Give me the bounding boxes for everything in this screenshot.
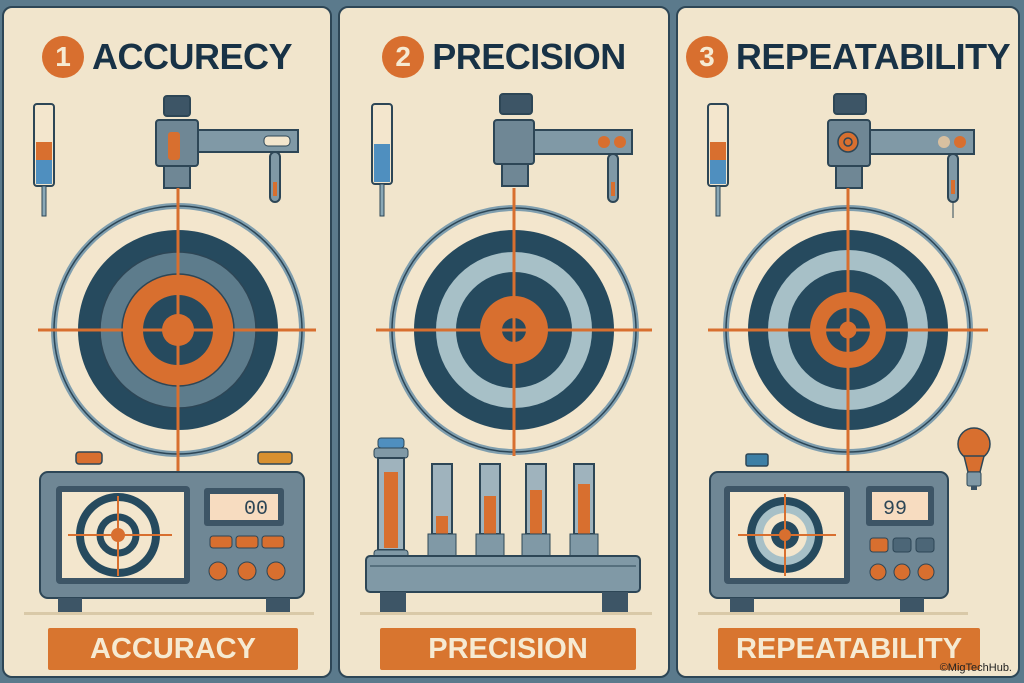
display-readout: 99 bbox=[883, 498, 907, 521]
panel-accuracy: 1 ACCURECY bbox=[2, 6, 332, 678]
panel-repeatability: 3 REPEATABILITY bbox=[676, 6, 1020, 678]
panel-title: 1 ACCURECY bbox=[4, 36, 330, 78]
thermometer-icon bbox=[707, 103, 729, 217]
step-number-badge: 2 bbox=[382, 36, 425, 78]
repeatability-illustration: 99 bbox=[698, 93, 991, 615]
panel-label: ACCURACY bbox=[48, 628, 298, 670]
precision-illustration bbox=[360, 93, 652, 615]
measurement-device bbox=[698, 453, 968, 615]
step-number-badge: 1 bbox=[41, 36, 84, 78]
display-readout: 00 bbox=[244, 498, 268, 521]
target-dial bbox=[38, 188, 316, 473]
lightbulb-icon bbox=[957, 427, 991, 490]
test-tube-rack bbox=[360, 437, 652, 615]
clamp-arm-icon bbox=[155, 95, 299, 203]
thermometer-icon bbox=[371, 103, 393, 217]
panel-heading: ACCURECY bbox=[91, 36, 293, 77]
measurement-device bbox=[24, 451, 314, 615]
panel-heading: REPEATABILITY bbox=[735, 36, 1011, 77]
clamp-arm-icon bbox=[827, 93, 975, 218]
target-dial bbox=[376, 188, 652, 456]
panel-label: PRECISION bbox=[380, 628, 636, 670]
accuracy-illustration: 00 bbox=[24, 95, 316, 615]
panel-precision: 2 PRECISION bbox=[338, 6, 670, 678]
target-dial bbox=[708, 188, 988, 473]
thermometer-icon bbox=[33, 103, 55, 217]
panel-heading: PRECISION bbox=[432, 36, 626, 77]
panel-title: 3 REPEATABILITY bbox=[678, 36, 1018, 78]
panel-title: 2 PRECISION bbox=[340, 36, 668, 78]
clamp-arm-icon bbox=[493, 93, 633, 203]
step-number-badge: 3 bbox=[685, 36, 728, 78]
panel-label: REPEATABILITY bbox=[718, 628, 980, 670]
credit-text: ©MigTechHub. bbox=[939, 662, 1012, 674]
